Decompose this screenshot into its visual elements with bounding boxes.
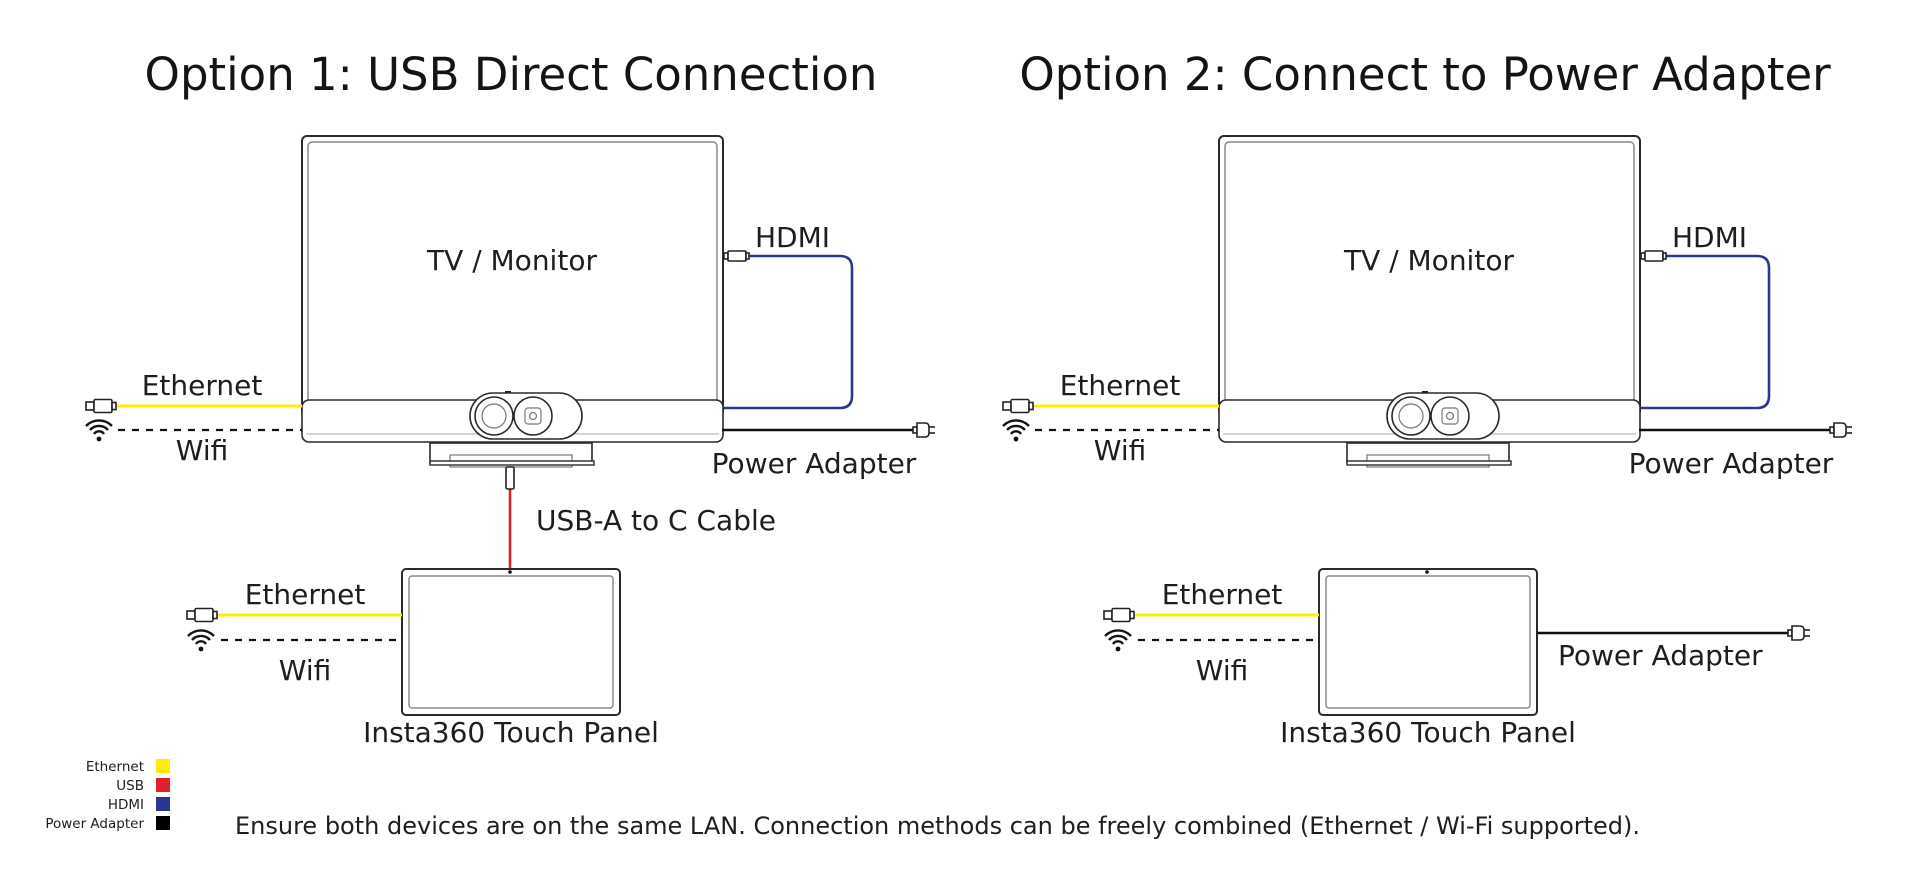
option1-diagram: Option 1: USB Direct Connection TV / Mon…: [84, 48, 936, 749]
option1-bar-power: Power Adapter: [712, 422, 936, 480]
ethernet-plug-icon: [1002, 398, 1034, 414]
option2-touch-panel: Insta360 Touch Panel: [1280, 568, 1576, 749]
legend-label: Power Adapter: [45, 816, 144, 832]
option2-panel-wifi-label: Wifi: [1196, 654, 1249, 687]
power-plug-icon: [912, 422, 936, 438]
option2-bar-wifi-label: Wifi: [1094, 434, 1147, 467]
option1-panel-label: Insta360 Touch Panel: [363, 716, 659, 749]
option2-hdmi-label: HDMI: [1672, 221, 1747, 254]
usb-c-plug-icon: [505, 466, 515, 490]
option1-tv-monitor: TV / Monitor: [301, 135, 724, 417]
option1-hdmi-cable: HDMI: [722, 221, 854, 410]
option2-bar-ethernet-label: Ethernet: [1060, 369, 1181, 402]
hdmi-plug-icon: [1640, 250, 1667, 262]
option1-bar-ethernet-label: Ethernet: [142, 369, 263, 402]
legend: Ethernet USB HDMI Power Adapter: [45, 759, 170, 832]
legend-swatch: [156, 759, 170, 773]
legend-item-usb: USB: [116, 778, 170, 794]
option1-bar-wifi-label: Wifi: [176, 434, 229, 467]
footnote: Ensure both devices are on the same LAN.…: [235, 812, 1640, 840]
power-plug-icon: [1787, 625, 1811, 641]
option2-hdmi-cable: HDMI: [1639, 221, 1771, 410]
option1-bar-network: Ethernet Wifi: [84, 369, 302, 467]
wifi-icon: [1103, 629, 1133, 653]
power-plug-icon: [1829, 422, 1853, 438]
option1-bar-power-label: Power Adapter: [712, 447, 917, 480]
legend-item-power-adapter: Power Adapter: [45, 816, 170, 832]
ethernet-plug-icon: [85, 398, 117, 414]
option2-panel-label: Insta360 Touch Panel: [1280, 716, 1576, 749]
option1-touch-panel: Insta360 Touch Panel: [363, 568, 659, 749]
option2-panel-power: Power Adapter: [1537, 625, 1811, 672]
ethernet-plug-icon: [1103, 607, 1135, 623]
legend-label: Ethernet: [86, 759, 144, 775]
option2-video-bar: [1218, 391, 1641, 468]
ethernet-plug-icon: [186, 607, 218, 623]
option2-bar-power: Power Adapter: [1629, 422, 1853, 480]
option2-title: Option 2: Connect to Power Adapter: [1019, 48, 1831, 101]
option1-tv-label: TV / Monitor: [426, 244, 597, 277]
option1-panel-wifi-label: Wifi: [279, 654, 332, 687]
option2-tv-monitor: TV / Monitor: [1218, 135, 1641, 417]
option2-panel-network: Ethernet Wifi: [1103, 578, 1319, 687]
option2-tv-label: TV / Monitor: [1343, 244, 1514, 277]
option1-video-bar: [301, 391, 724, 468]
legend-label: HDMI: [108, 797, 144, 813]
option1-title: Option 1: USB Direct Connection: [145, 48, 878, 101]
wifi-icon: [84, 419, 114, 443]
option2-panel-power-label: Power Adapter: [1558, 639, 1763, 672]
option1-usb-label: USB-A to C Cable: [536, 504, 776, 537]
option2-diagram: Option 2: Connect to Power Adapter TV / …: [1001, 48, 1853, 749]
legend-swatch: [156, 797, 170, 811]
option2-bar-network: Ethernet Wifi: [1001, 369, 1219, 467]
wifi-icon: [1001, 419, 1031, 443]
option2-panel-ethernet-label: Ethernet: [1162, 578, 1283, 611]
legend-item-hdmi: HDMI: [108, 797, 170, 813]
wifi-icon: [186, 629, 216, 653]
hdmi-plug-icon: [723, 250, 750, 262]
legend-swatch: [156, 778, 170, 792]
option2-bar-power-label: Power Adapter: [1629, 447, 1834, 480]
legend-label: USB: [116, 778, 144, 794]
legend-item-ethernet: Ethernet: [86, 759, 170, 775]
option1-hdmi-label: HDMI: [755, 221, 830, 254]
option1-panel-ethernet-label: Ethernet: [245, 578, 366, 611]
option1-usb-cable: USB-A to C Cable: [505, 466, 776, 573]
legend-swatch: [156, 816, 170, 830]
option1-panel-network: Ethernet Wifi: [186, 578, 402, 687]
